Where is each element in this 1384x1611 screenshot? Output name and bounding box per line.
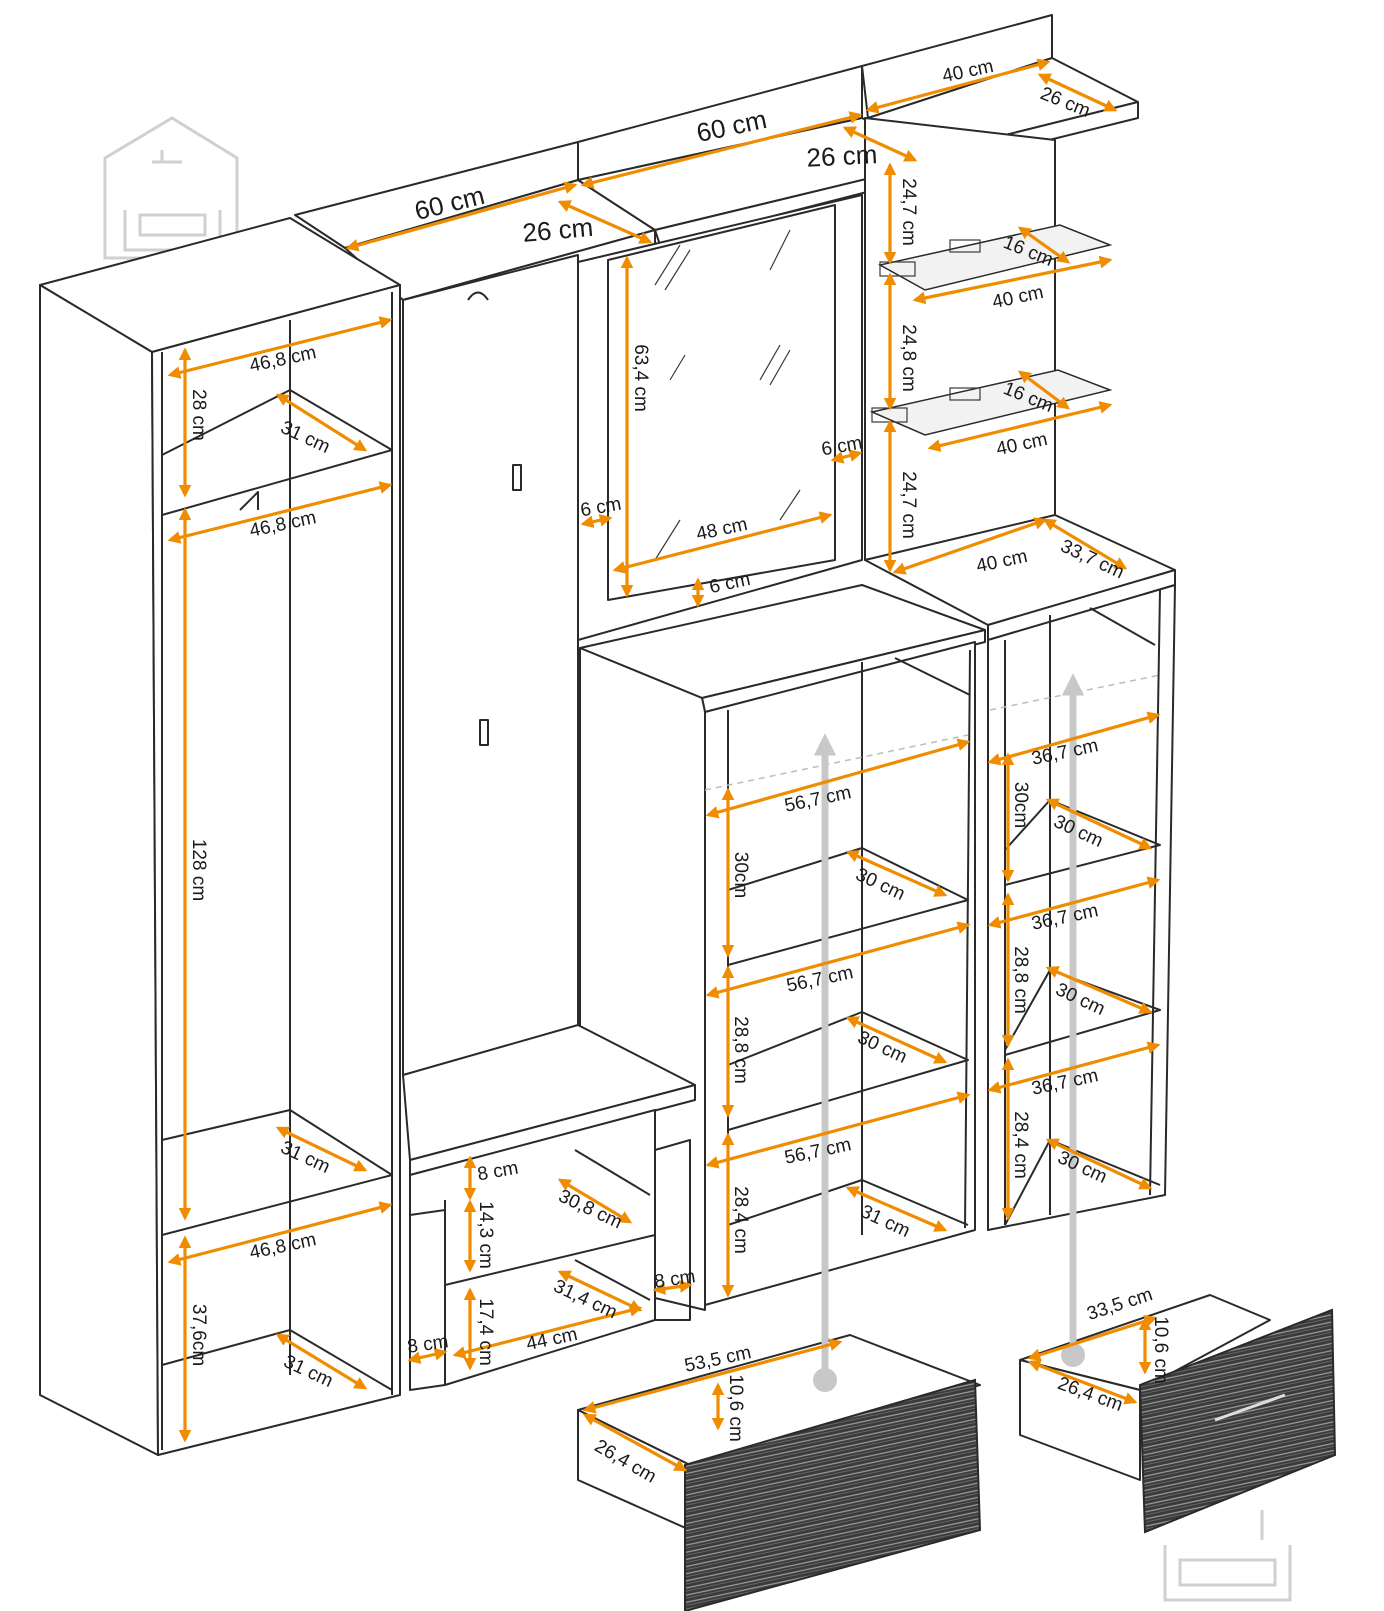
dim-line-mid-w1 (705, 738, 971, 819)
coat-panel (402, 254, 579, 1076)
dim-line-rc-d3 (1045, 1138, 1153, 1190)
dim-label-right-gap-mid: 24,8 cm (898, 324, 919, 392)
dim-line-mirror-width (612, 511, 833, 574)
dim-line-mirror-right-margin (830, 449, 863, 464)
dim-line-top-right-depth (1037, 73, 1118, 112)
sofa-icon (1163, 1510, 1292, 1602)
small-drawer (1019, 1294, 1337, 1534)
dim-line-top-mid-width (580, 111, 863, 189)
dim-line-bench-right-side (652, 1280, 693, 1295)
dimension-lines (167, 58, 1161, 1472)
dim-line-right-top-width (892, 517, 1048, 575)
dim-line-shelf2-width (927, 401, 1113, 452)
dim-label-rc-h2: 28,8 cm (1010, 946, 1031, 1014)
dim-line-rc-d2 (1045, 966, 1153, 1014)
dim-line-top-left-depth (557, 200, 653, 244)
dim-line-right-top-depth (1042, 518, 1128, 570)
dim-label-tall-top-height: 28 cm (188, 389, 209, 441)
dim-line-bench-lower-depth (557, 1270, 643, 1312)
dim-label-big-drawer-height: 10,6 cm (725, 1374, 746, 1442)
dim-line-rc-w3 (987, 1041, 1161, 1094)
dim-line-big-drawer-depth (582, 1413, 688, 1472)
dim-line-tall-low-depth (275, 1126, 368, 1172)
mirror-panel (577, 194, 863, 641)
dim-line-tall-bottom-depth (275, 1333, 368, 1390)
dim-label-small-drawer-height: 10,6 cm (1150, 1316, 1171, 1384)
dim-line-top-right-width (865, 58, 1051, 114)
dim-line-tall-bottom-width (167, 1201, 393, 1266)
dim-line-rc-d1 (1045, 798, 1153, 850)
dim-label-rc-h3: 28,4 cm (1010, 1111, 1031, 1179)
dim-line-top-left-width (345, 181, 578, 252)
dim-label-mid-h3: 28,4 cm (730, 1186, 751, 1254)
dim-label-top-mid-depth: 26 cm (806, 139, 878, 173)
dim-line-tall-hang-width (167, 481, 393, 544)
dim-line-rc-w1 (987, 711, 1161, 766)
dim-line-tall-top-width (167, 316, 393, 379)
dim-line-mid-d3 (845, 1186, 948, 1232)
tall-wardrobe (39, 217, 401, 1456)
house-sofa-icon (103, 116, 239, 260)
dim-label-mirror-height: 63,4 cm (630, 344, 651, 412)
dim-line-bench-left-side (407, 1348, 448, 1364)
dim-line-mid-w3 (705, 1091, 971, 1169)
dim-line-mid-d1 (845, 850, 948, 897)
dim-label-mid-h1: 30cm (730, 852, 751, 898)
dim-line-bench-upper-depth (557, 1178, 633, 1224)
dim-label-mid-h2: 28,8 cm (730, 1016, 751, 1084)
dim-line-shelf1-width (912, 255, 1113, 305)
dim-line-bench-inner-width (452, 1304, 643, 1359)
dim-line-mid-w2 (705, 921, 971, 999)
dim-label-right-gap-bottom: 24,7 cm (898, 471, 919, 539)
dim-line-rc-w2 (987, 876, 1161, 929)
dim-line-tall-top-depth (275, 393, 368, 452)
dim-line-top-mid-depth (842, 126, 918, 162)
dim-label-right-gap-top: 24,7 cm (898, 178, 919, 246)
dim-label-rc-h1: 30cm (1010, 782, 1031, 828)
dim-line-small-drawer-width (1027, 1315, 1158, 1361)
dim-line-mirror-left-margin (580, 513, 613, 529)
dim-label-tall-hang-height: 128 cm (188, 839, 209, 901)
dim-label-bench-drawer-height: 14,3 cm (475, 1201, 496, 1269)
dim-label-top-left-depth: 26 cm (521, 212, 594, 248)
dim-line-big-drawer-width (582, 1338, 843, 1414)
dim-label-bench-lower-height: 17,4 cm (475, 1298, 496, 1366)
dim-line-mid-d2 (845, 1016, 948, 1064)
dim-line-small-drawer-depth (1027, 1359, 1138, 1405)
dim-label-tall-bottom-height: 37,6cm (188, 1304, 209, 1366)
